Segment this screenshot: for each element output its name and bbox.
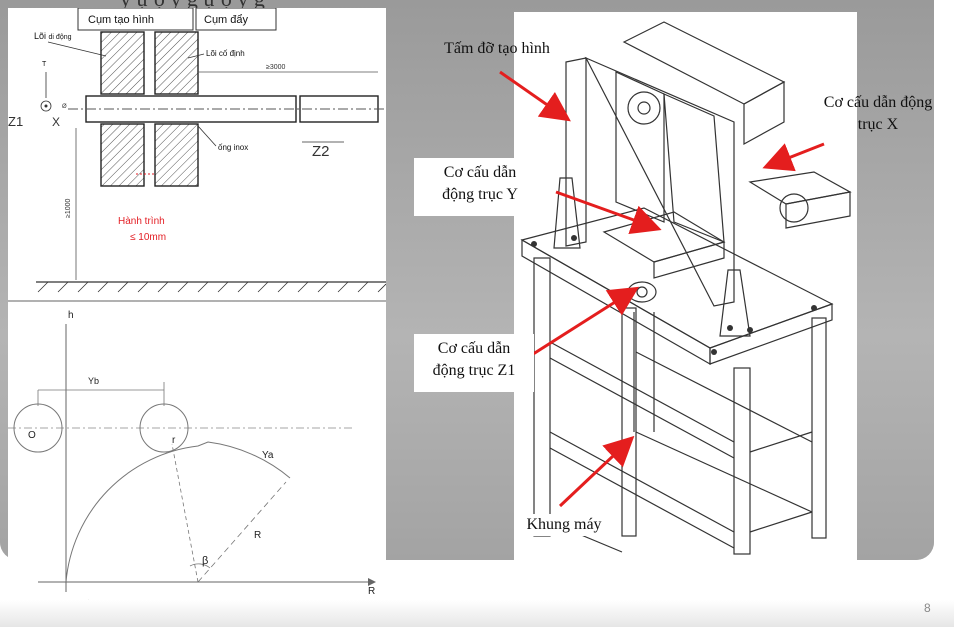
forming-cluster-schematic: Cụm tạo hình Cụm đẩy ≥3000 ≥1000 Lõi di	[8, 7, 387, 300]
page-number: 8	[924, 601, 931, 615]
yb-label: Yb	[88, 376, 99, 386]
small-r-label: r	[172, 435, 176, 446]
slide-footer	[0, 600, 954, 627]
axis-z1-label: Z1	[8, 114, 23, 129]
callout-y-axis-drive: Cơ cấu dẫn động trục Y	[414, 158, 546, 216]
slide-title-fragment: y ự ộ y g ự ộ y g	[120, 0, 265, 12]
callout-machine-frame-text: Khung máy	[526, 516, 602, 533]
callout-x-axis-drive: Cơ cấu dẫn động trục X	[808, 92, 948, 136]
axis-t-label: T	[42, 61, 47, 68]
r-axis-label: R	[368, 586, 375, 597]
axis-z2-label: Z2	[312, 143, 330, 160]
callout-x-axis-line1: Cơ cấu dẫn động	[823, 94, 933, 111]
stroke-label-line1: Hành trình	[118, 216, 165, 227]
beta-label: β	[202, 555, 208, 567]
machine-assembly-drawing	[514, 12, 857, 560]
tube-label: ống inox	[218, 143, 248, 152]
callout-y-axis-line1: Cơ cấu dẫn	[443, 164, 517, 181]
axis-h-label: h	[68, 310, 74, 321]
header-push-cluster: Cụm đẩy	[204, 14, 249, 26]
callout-forming-plate: Tấm đỡ tạo hình	[430, 38, 564, 60]
big-r-label: R	[254, 530, 261, 541]
callout-machine-frame: Khung máy	[514, 514, 614, 536]
callout-z1-axis-drive: Cơ cấu dẫn động trục Z1	[414, 334, 534, 392]
moving-core-label: Lõi di động	[34, 31, 72, 41]
dimension-length: ≥3000	[266, 64, 286, 71]
callout-z1-axis-line1: Cơ cấu dẫn	[437, 340, 511, 357]
fixed-core-label: Lõi cố định	[206, 49, 245, 58]
ya-label: Ya	[262, 450, 274, 461]
axis-x-label: X	[52, 115, 60, 129]
origin-o-label: O	[28, 430, 36, 441]
callout-x-axis-line2: trục X	[857, 116, 899, 133]
bending-geometry-diagram: h O r Yb Ya R β R Yc	[8, 302, 386, 624]
dimension-height: ≥1000	[65, 198, 72, 218]
callout-y-axis-line2: động trục Y	[442, 186, 518, 203]
diameter-label: Ø	[62, 104, 67, 110]
header-forming-cluster: Cụm tạo hình	[88, 14, 154, 26]
stroke-label-line2: ≤ 10mm	[130, 232, 166, 243]
callout-forming-plate-text: Tấm đỡ tạo hình	[444, 40, 550, 57]
callout-z1-axis-line2: động trục Z1	[432, 362, 516, 379]
